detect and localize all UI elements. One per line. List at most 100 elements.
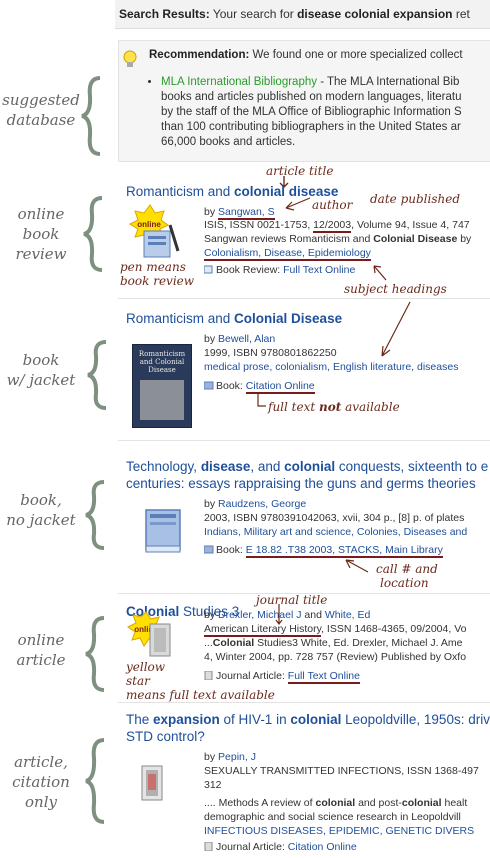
result-4-line3: ...Colonial Studies3 White, Ed. Drexler,… — [204, 637, 463, 650]
result-1-type: Book Review: Full Text Online — [204, 264, 355, 277]
side-label-book-no-jacket: book, no jacket — [0, 490, 82, 530]
result-4-line2: American Literary History, ISSN 1468-436… — [204, 623, 466, 637]
side-label-line: w/ jacket — [6, 371, 76, 389]
online-star-pen-icon: online — [128, 204, 180, 258]
title-part[interactable]: Studies 3 — [179, 604, 240, 619]
online-star-article-icon: online — [127, 611, 171, 657]
line-part: Studies3 White, Ed. Drexler, Michael J. … — [254, 637, 463, 649]
title-part[interactable]: Romanticism and — [126, 184, 235, 199]
title-part[interactable]: Leopoldville, 1950s: driv — [341, 712, 490, 727]
title-part[interactable]: Colonial Disease — [234, 311, 343, 326]
citation-online-link[interactable]: Citation Online — [287, 841, 357, 853]
title-part[interactable]: colonial — [284, 459, 336, 474]
author-link[interactable]: Sangwan, S — [218, 206, 275, 220]
brace-icon — [85, 480, 105, 550]
result-2-subjects[interactable]: medical prose, colonialism, English lite… — [204, 361, 459, 373]
result-2-line2: 1999, ISBN 9780801862250 — [204, 347, 337, 359]
line-part: Sangwan reviews Romanticism and — [204, 233, 374, 245]
title-part[interactable]: conquests, sixteenth to e — [335, 459, 489, 474]
title-part[interactable]: , and — [250, 459, 285, 474]
brace-icon — [85, 616, 105, 692]
badge-text: online — [137, 220, 161, 229]
result-5-line4: .... Methods A review of colonial and po… — [204, 797, 467, 810]
type-label: Book: — [216, 544, 246, 556]
rec-line: than 100 contributing bibliographers in … — [161, 121, 461, 133]
author-link[interactable]: Bewell, Alan — [218, 333, 276, 345]
side-label-online-book-review: online book review — [0, 204, 82, 264]
arrow-icon — [381, 301, 411, 357]
result-4-title[interactable]: Colonial Studies 3 — [126, 604, 239, 619]
arrow-icon — [345, 559, 369, 573]
brace-icon — [83, 196, 103, 272]
result-4-type: Journal Article: Full Text Online — [204, 670, 360, 684]
search-results-rest: ret — [452, 7, 470, 21]
citation-online-link[interactable]: Citation Online — [245, 380, 315, 394]
title-part[interactable]: expansion — [153, 712, 220, 727]
title-part[interactable]: Romanticism and — [126, 311, 235, 326]
subject-links[interactable]: Colonialism, Disease, Epidemiology — [204, 247, 371, 261]
author-link[interactable]: White, Ed — [324, 609, 371, 621]
search-results-label: Search Results: — [119, 7, 210, 21]
result-separator — [118, 298, 490, 299]
title-part[interactable]: disease — [200, 459, 251, 474]
book-icon — [204, 545, 214, 554]
result-1-subjects[interactable]: Colonialism, Disease, Epidemiology — [204, 247, 371, 261]
side-label-line: article — [16, 651, 66, 669]
arrow-icon — [279, 176, 289, 188]
result-3-title-line1[interactable]: Technology, disease, and colonial conque… — [126, 459, 488, 474]
call-number-link[interactable]: E 18.82 .T38 2003, STACKS, Main Library — [245, 544, 443, 558]
recommendation-item: MLA International Bibliography - The MLA… — [161, 75, 487, 150]
search-results-bar: Search Results: Your search for disease … — [115, 0, 490, 29]
result-3-byline: by Raudzens, George — [204, 498, 306, 511]
mla-database-link[interactable]: MLA International Bibliography — [161, 76, 317, 88]
result-5-subjects[interactable]: INFECTIOUS DISEASES, EPIDEMIC, GENETIC D… — [204, 825, 475, 837]
result-3-line2: 2003, ISBN 9780391042063, xvii, 304 p., … — [204, 512, 465, 524]
side-label-line: review — [15, 245, 67, 263]
by-label: by — [204, 333, 219, 345]
result-5-title-line1[interactable]: The expansion of HIV-1 in colonial Leopo… — [126, 712, 490, 727]
title-part[interactable]: colonial disease — [234, 184, 339, 199]
title-part[interactable]: Technology, — [126, 459, 201, 474]
result-3-subjects[interactable]: Indians, Military art and science, Colon… — [204, 526, 468, 538]
result-2-title[interactable]: Romanticism and Colonial Disease — [126, 311, 342, 326]
result-3-title-line2[interactable]: centuries: essays rappraising the guns a… — [126, 476, 476, 491]
recommendation-title: Recommendation: We found one or more spe… — [149, 49, 463, 61]
author-link[interactable]: Raudzens, George — [218, 498, 307, 510]
side-label-line: article, — [14, 753, 68, 771]
full-text-online-link[interactable]: Full Text Online — [283, 264, 356, 276]
lightbulb-icon — [123, 50, 137, 67]
article-icon — [204, 671, 213, 680]
side-label-line: no jacket — [6, 511, 76, 529]
annotation-author: author — [312, 198, 353, 212]
title-part[interactable]: colonial — [290, 712, 342, 727]
result-5-line2: SEXUALLY TRANSMITTED INFECTIONS, ISSN 13… — [204, 765, 479, 777]
annotation-call-number: call # and — [376, 562, 438, 576]
line-part: healt — [441, 797, 468, 809]
side-label-line: book, — [20, 491, 62, 509]
side-label-line: only — [25, 793, 57, 811]
title-part[interactable]: The — [126, 712, 154, 727]
type-label: Book Review: — [216, 264, 284, 276]
author-link[interactable]: Pepin, J — [218, 751, 256, 763]
side-label-book-jacket: book w/ jacket — [0, 350, 82, 390]
line-part: and post- — [355, 797, 402, 809]
book-jacket-image: Romanticism and Colonial Disease — [132, 344, 192, 428]
type-label: Journal Article: — [216, 670, 288, 682]
badge-text: online — [134, 625, 158, 634]
by-label: by — [204, 498, 219, 510]
arrow-icon — [373, 265, 387, 281]
full-text-online-link[interactable]: Full Text Online — [287, 670, 360, 684]
line-part: ISIS, ISSN 0021-1753, — [204, 219, 314, 231]
brace-icon — [85, 738, 105, 824]
title-part[interactable]: of HIV-1 in — [219, 712, 291, 727]
result-5-title-line2[interactable]: STD control? — [126, 729, 205, 744]
line-part: ... — [204, 637, 213, 649]
title-part[interactable]: Colonial — [126, 604, 180, 619]
result-5-byline: by Pepin, J — [204, 751, 256, 764]
result-1-title[interactable]: Romanticism and colonial disease — [126, 184, 338, 199]
side-label-line: book — [22, 225, 60, 243]
rec-line: by the staff of the MLA Office of Biblio… — [161, 106, 462, 118]
author-link[interactable]: Drexler, Michael J — [218, 609, 302, 621]
jacket-title: Romanticism and Colonial Disease — [138, 350, 186, 374]
type-label: Book: — [216, 380, 246, 392]
